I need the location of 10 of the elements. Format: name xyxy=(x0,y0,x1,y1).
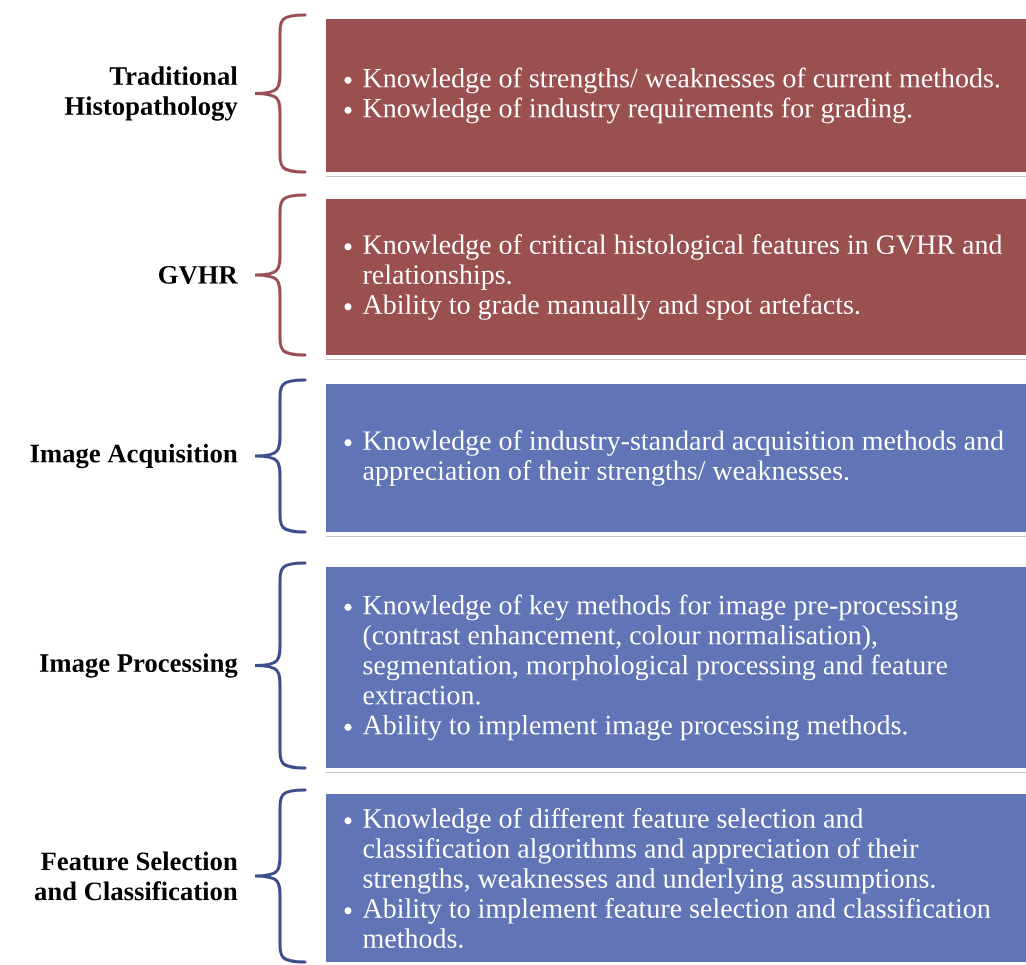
row-heading: Feature Selection and Classification xyxy=(34,851,238,901)
row-heading: Image Processing xyxy=(39,653,238,678)
text-box: Knowledge of different feature selection and classification algorithms and appreciation of their strengths, weaknesses and underlying assumptions. Ability to implement feature selection and classification methods. xyxy=(322,790,1026,965)
text-box: Knowledge of strengths/ weaknesses of current methods. Knowledge of industry requirements for grading. xyxy=(322,15,1026,177)
text-box: Knowledge of critical histological features in GVHR and relationships. Ability to grade manually and spot artefacts. xyxy=(322,195,1026,360)
row-heading: GVHR xyxy=(159,265,238,284)
text-box: Knowledge of industry-standard acquisition methods and appreciation of their strengths/ weaknesses. xyxy=(322,380,1026,537)
row-heading: Image Acquisition xyxy=(30,443,238,469)
text-box: Knowledge of key methods for image pre-processing (contrast enhancement, colour normalisation), segmentation, morphological processing and feature extraction. Ability to implement image processing methods. xyxy=(322,563,1026,773)
row-heading: Traditional Histopathology xyxy=(64,66,238,121)
